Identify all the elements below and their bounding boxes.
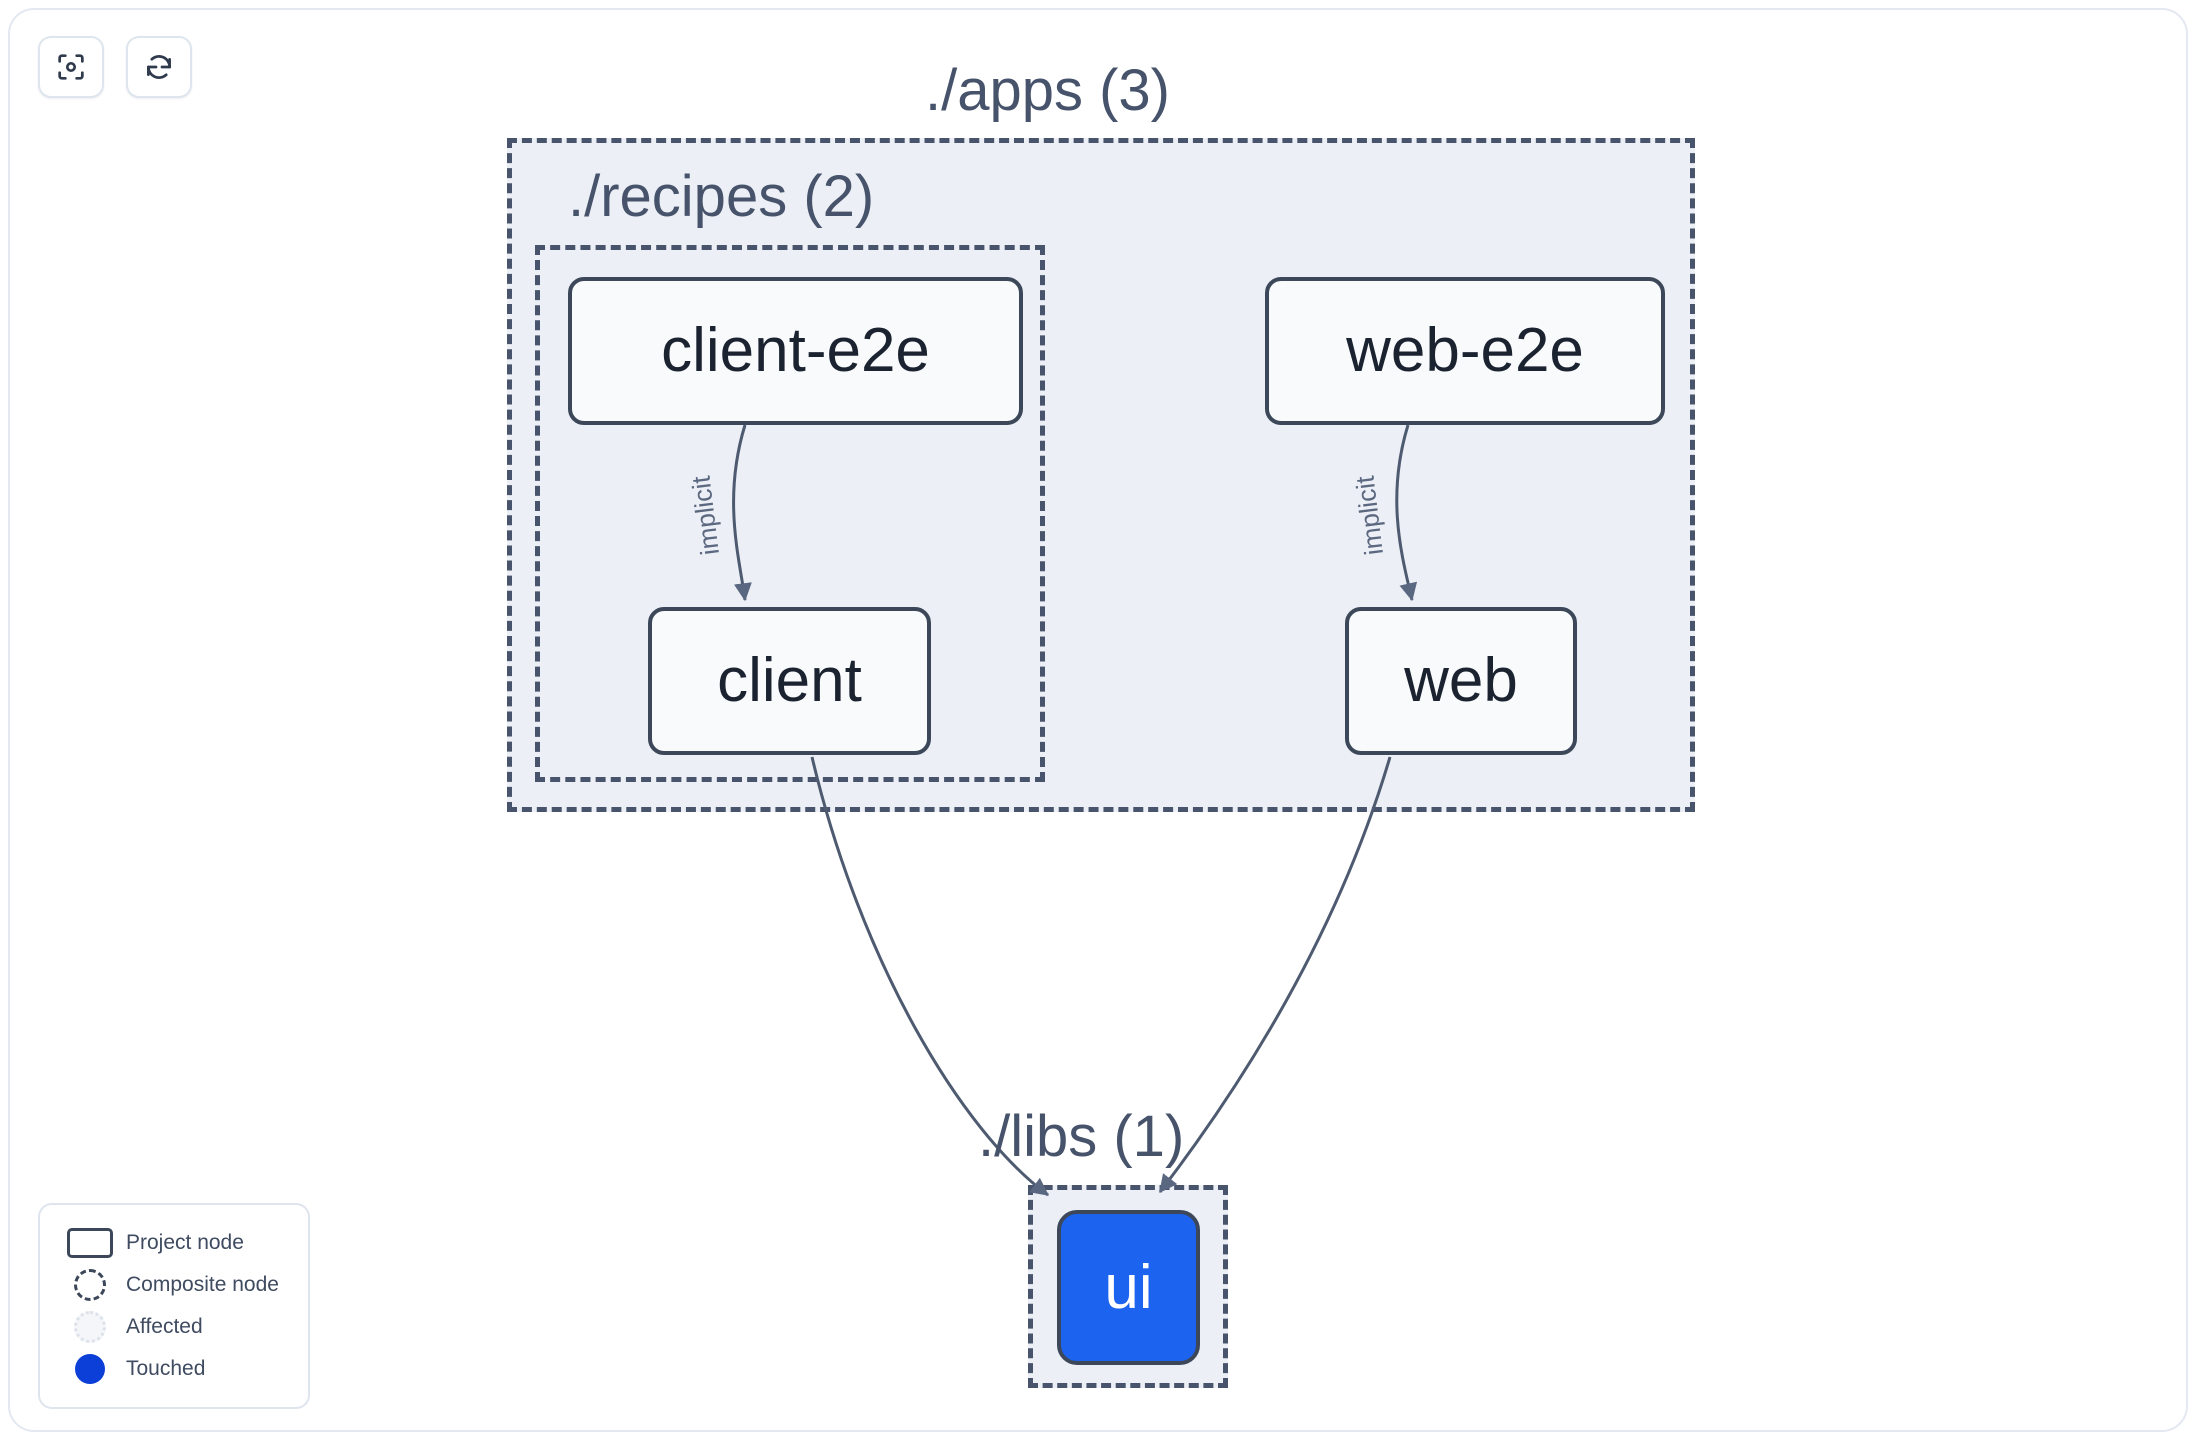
node-label: client-e2e: [661, 316, 930, 385]
node-client[interactable]: client: [648, 607, 931, 755]
legend-item-affected: Affected: [62, 1306, 288, 1348]
legend-item-label: Touched: [126, 1357, 206, 1380]
edge-client-to-ui: [810, 756, 1049, 1197]
focus-target-icon: [54, 50, 88, 84]
affected-swatch-icon: [62, 1311, 118, 1343]
node-client-e2e[interactable]: client-e2e: [568, 277, 1023, 425]
refresh-icon: [142, 50, 176, 84]
group-label-libs: ./libs (1): [978, 1104, 1185, 1169]
node-label: ui: [1104, 1252, 1153, 1322]
node-web-e2e[interactable]: web-e2e: [1265, 277, 1665, 425]
legend-item-project-node: Project node: [62, 1222, 288, 1264]
focus-graph-button[interactable]: [38, 36, 104, 98]
project-node-swatch-icon: [62, 1228, 118, 1258]
legend-item-touched: Touched: [62, 1348, 288, 1390]
edge-web-to-ui: [1158, 756, 1392, 1193]
group-label-apps: ./apps (3): [925, 58, 1170, 123]
node-web[interactable]: web: [1345, 607, 1577, 755]
legend-item-composite-node: Composite node: [62, 1264, 288, 1306]
refresh-graph-button[interactable]: [126, 36, 192, 98]
node-label: web-e2e: [1346, 316, 1584, 385]
legend-item-label: Composite node: [126, 1273, 279, 1296]
legend-item-label: Affected: [126, 1315, 203, 1338]
graph-legend: Project node Composite node Affected Tou…: [38, 1203, 310, 1409]
node-label: client: [717, 646, 862, 715]
composite-node-swatch-icon: [62, 1269, 118, 1301]
legend-item-label: Project node: [126, 1231, 244, 1254]
graph-toolbar: [38, 36, 192, 98]
touched-swatch-icon: [62, 1354, 118, 1384]
node-ui[interactable]: ui: [1057, 1210, 1200, 1365]
node-label: web: [1404, 646, 1518, 715]
